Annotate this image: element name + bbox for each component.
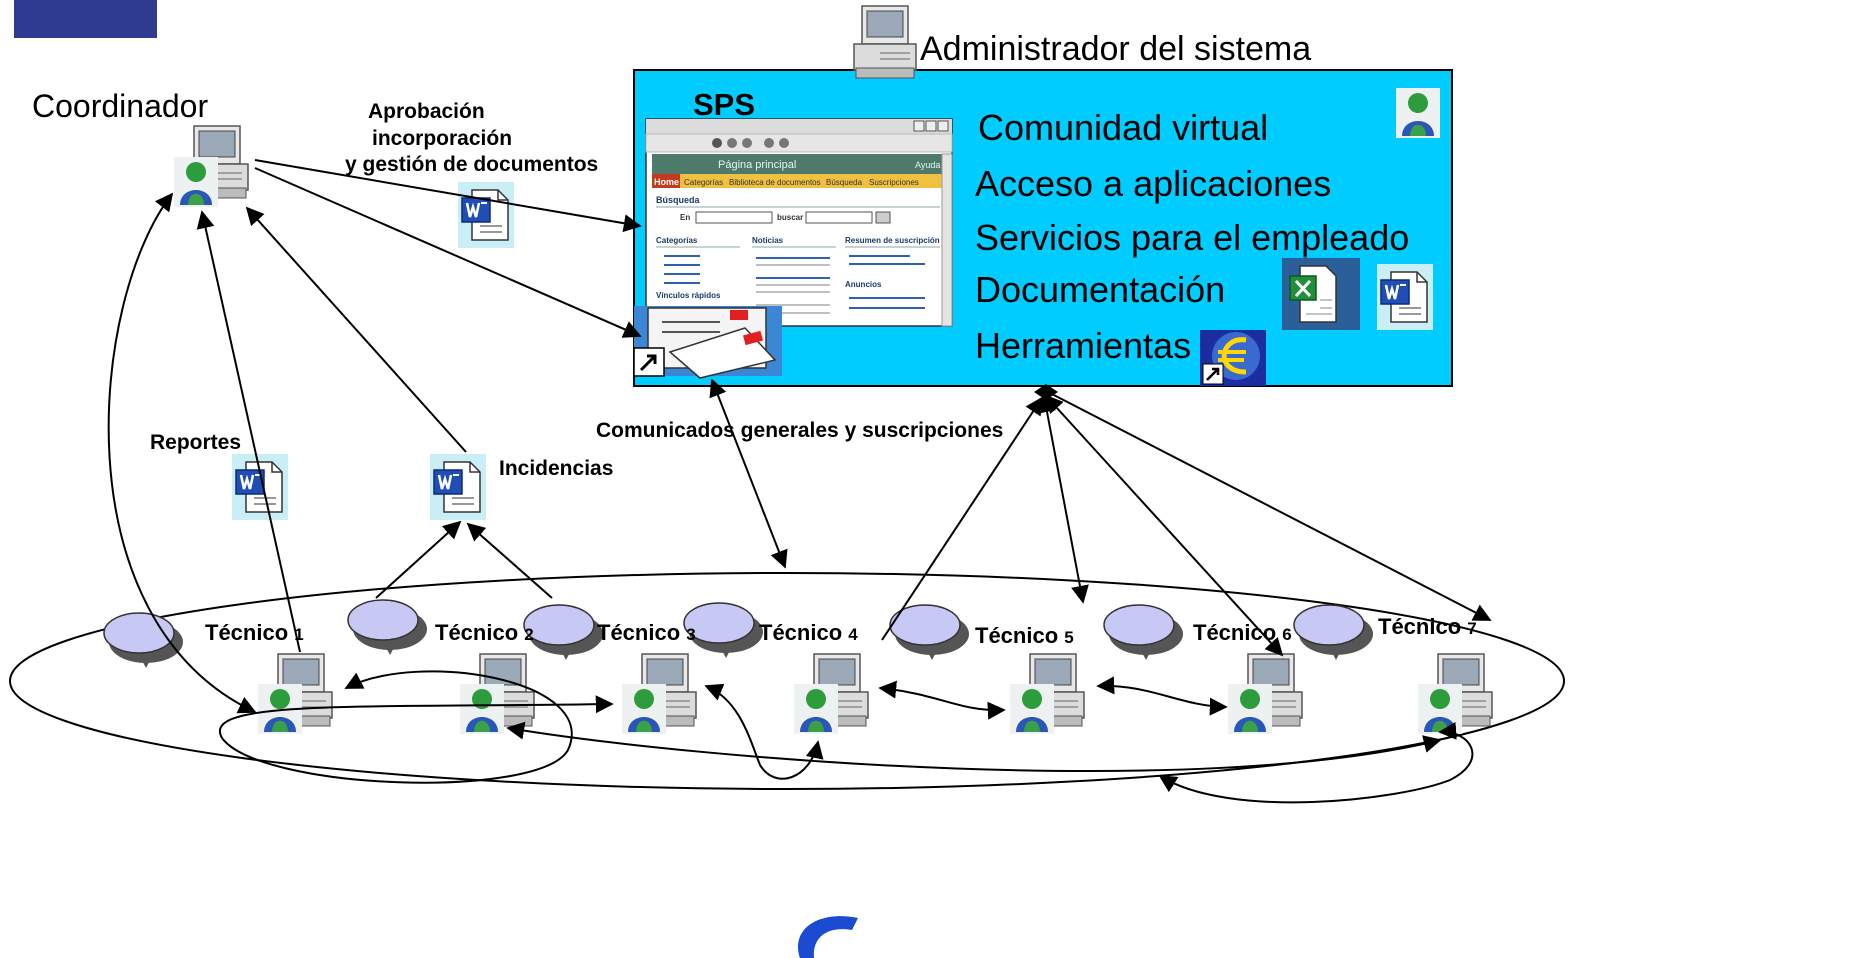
user-icon <box>460 684 504 734</box>
incidents-word-icon <box>428 452 488 522</box>
browser-search-title: Búsqueda <box>656 195 701 205</box>
connector-tech2-incidents <box>375 520 462 599</box>
technician-2-label: Técnico 2 <box>435 620 534 645</box>
chat-bubble-icon <box>1293 604 1374 661</box>
technician-4-workstation <box>794 653 869 734</box>
connector-sps-tech4 <box>881 396 1043 641</box>
service-app-access: Acceso a aplicaciones <box>975 163 1331 204</box>
coordinator-user-icon <box>174 157 218 207</box>
excel-icon <box>1282 258 1360 330</box>
user-icon <box>1228 684 1272 734</box>
approval-word-icon <box>456 180 516 250</box>
browser-nav-search[interactable]: Búsqueda <box>826 178 863 187</box>
service-virtual-community: Comunidad virtual <box>978 107 1268 148</box>
connector-sps-tech5 <box>1038 394 1089 604</box>
user-icon <box>1396 88 1440 138</box>
user-icon <box>622 684 666 734</box>
sps-hub-node <box>1034 384 1058 400</box>
technician-3-label: Técnico 3 <box>597 620 696 645</box>
browser-col-subscriptions: Resumen de suscripción <box>845 236 940 245</box>
incidents-label: Incidencias <box>499 457 613 480</box>
admin-label: Administrador del sistema <box>920 30 1311 68</box>
connector-coordinator-sps <box>254 159 642 233</box>
connector-coordinator-tech1 <box>107 192 257 714</box>
technician-4-label: Técnico 4 <box>759 620 858 645</box>
service-tools: Herramientas <box>975 325 1191 366</box>
word-icon <box>1375 262 1435 332</box>
service-employee-services: Servicios para el empleado <box>975 217 1409 258</box>
reports-word-icon <box>230 452 290 522</box>
sps-browser-screenshot: Página principal Ayuda Home Categorías B… <box>645 118 953 327</box>
browser-col-announcements: Anuncios <box>845 280 882 289</box>
reports-label: Reportes <box>150 431 241 454</box>
connector-tech7-loop <box>1158 721 1474 804</box>
chat-bubble-icon <box>889 604 970 661</box>
technician-6-workstation <box>1228 653 1303 734</box>
user-icon <box>794 684 838 734</box>
connector-tech1-tech2 <box>219 670 614 784</box>
chat-bubble-icon <box>103 612 184 669</box>
browser-col-news: Noticias <box>752 236 784 245</box>
mail-icon <box>633 306 782 379</box>
communications-label: Comunicados generales y suscripciones <box>596 419 1003 442</box>
connectors <box>107 159 1492 804</box>
technician-7-workstation <box>1418 653 1493 734</box>
technician-1-workstation <box>258 653 333 734</box>
coordinator-label: Coordinador <box>32 88 208 124</box>
chat-bubble-icon <box>523 604 604 661</box>
user-icon <box>1010 684 1054 734</box>
browser-header-title: Página principal <box>718 159 796 171</box>
chat-bubble-icon <box>683 602 764 659</box>
connector-coordinator-mail <box>254 167 642 338</box>
connector-sps-tech7 <box>1047 391 1492 621</box>
browser-nav-library[interactable]: Biblioteca de documentos <box>729 178 821 187</box>
admin-computer-icon <box>853 5 917 79</box>
connector-tech3-incidents <box>466 522 553 599</box>
connector-sps-tech6 <box>1044 394 1284 657</box>
service-documentation: Documentación <box>975 269 1225 310</box>
browser-search-button[interactable]: buscar <box>777 213 803 222</box>
technician-5-workstation <box>1010 653 1085 734</box>
technician-1-label: Técnico 1 <box>205 620 304 645</box>
connector-tech2-tech7 <box>506 721 1442 772</box>
technician-6-label: Técnico 6 <box>1193 620 1292 645</box>
approval-label-line2: incorporación <box>372 127 512 150</box>
globe-tool-icon <box>1200 330 1266 386</box>
browser-nav-categories[interactable]: Categorías <box>684 178 723 187</box>
corner-block <box>14 0 157 38</box>
partial-logo-icon <box>798 916 858 958</box>
approval-label-line1: Aprobación <box>368 100 485 123</box>
sps-panel: SPS Página principal Ayuda Home Categorí… <box>633 69 1453 387</box>
technicians-group-ellipse <box>9 572 1565 790</box>
browser-search-field[interactable] <box>805 211 873 224</box>
connector-tech3-tech4 <box>704 683 824 780</box>
browser-col-quicklinks: Vínculos rápidos <box>656 291 721 300</box>
technician-7-label: Técnico 7 <box>1378 614 1477 639</box>
technician-5-label: Técnico 5 <box>975 623 1074 648</box>
browser-search-in: En <box>680 213 690 222</box>
approval-label-line3: y gestión de documentos <box>345 153 598 176</box>
browser-search-select[interactable] <box>695 211 773 224</box>
user-icon <box>1418 684 1462 734</box>
browser-col-categories: Categorías <box>656 236 698 245</box>
connector-tech4-tech5 <box>878 680 1006 720</box>
sps-title: SPS <box>693 87 755 122</box>
technician-3-workstation <box>622 653 697 734</box>
browser-nav-subscriptions[interactable]: Suscripciones <box>869 178 919 187</box>
browser-nav-home[interactable]: Home <box>654 177 679 187</box>
browser-header-help: Ayuda <box>915 160 940 170</box>
connector-communications <box>709 378 788 569</box>
chat-bubble-icon <box>1103 604 1184 661</box>
connector-tech5-tech6 <box>1096 676 1228 716</box>
chat-bubble-icon <box>347 599 428 656</box>
connector-incidents <box>245 206 467 453</box>
technician-2-workstation <box>460 653 535 734</box>
